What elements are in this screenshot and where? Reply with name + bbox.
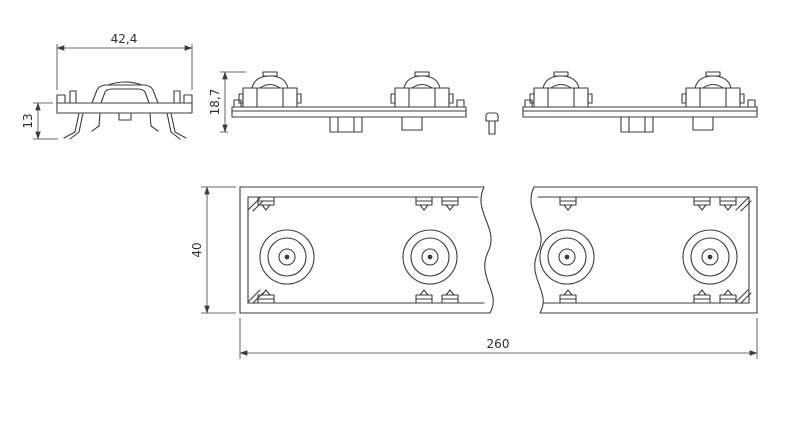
dim-label-end-view-width: 42,4 [111, 32, 138, 46]
plan-view-clips [247, 196, 752, 304]
front-view-right-section [523, 72, 757, 132]
front-view-pin [485, 112, 499, 135]
dim-end-view-width: 42,4 [56, 32, 193, 90]
plan-view: 40 260 [190, 186, 758, 359]
dim-front-view-height: 18,7 [208, 71, 246, 133]
plan-view-rollers [259, 229, 738, 285]
dim-label-end-view-height: 13 [21, 113, 35, 128]
front-view: 18,7 [208, 71, 757, 135]
dim-label-front-view-height: 18,7 [208, 89, 222, 116]
front-view-left-section [232, 72, 466, 132]
dim-plan-view-length: 260 [239, 318, 758, 359]
end-view-geometry [56, 81, 193, 140]
end-view: 42,4 13 [21, 32, 193, 140]
plan-view-geometry [239, 186, 758, 314]
dim-label-plan-view-height: 40 [190, 242, 204, 257]
dim-label-plan-view-length: 260 [487, 337, 510, 351]
dim-end-view-height: 13 [21, 102, 58, 140]
dim-plan-view-height: 40 [190, 186, 236, 314]
